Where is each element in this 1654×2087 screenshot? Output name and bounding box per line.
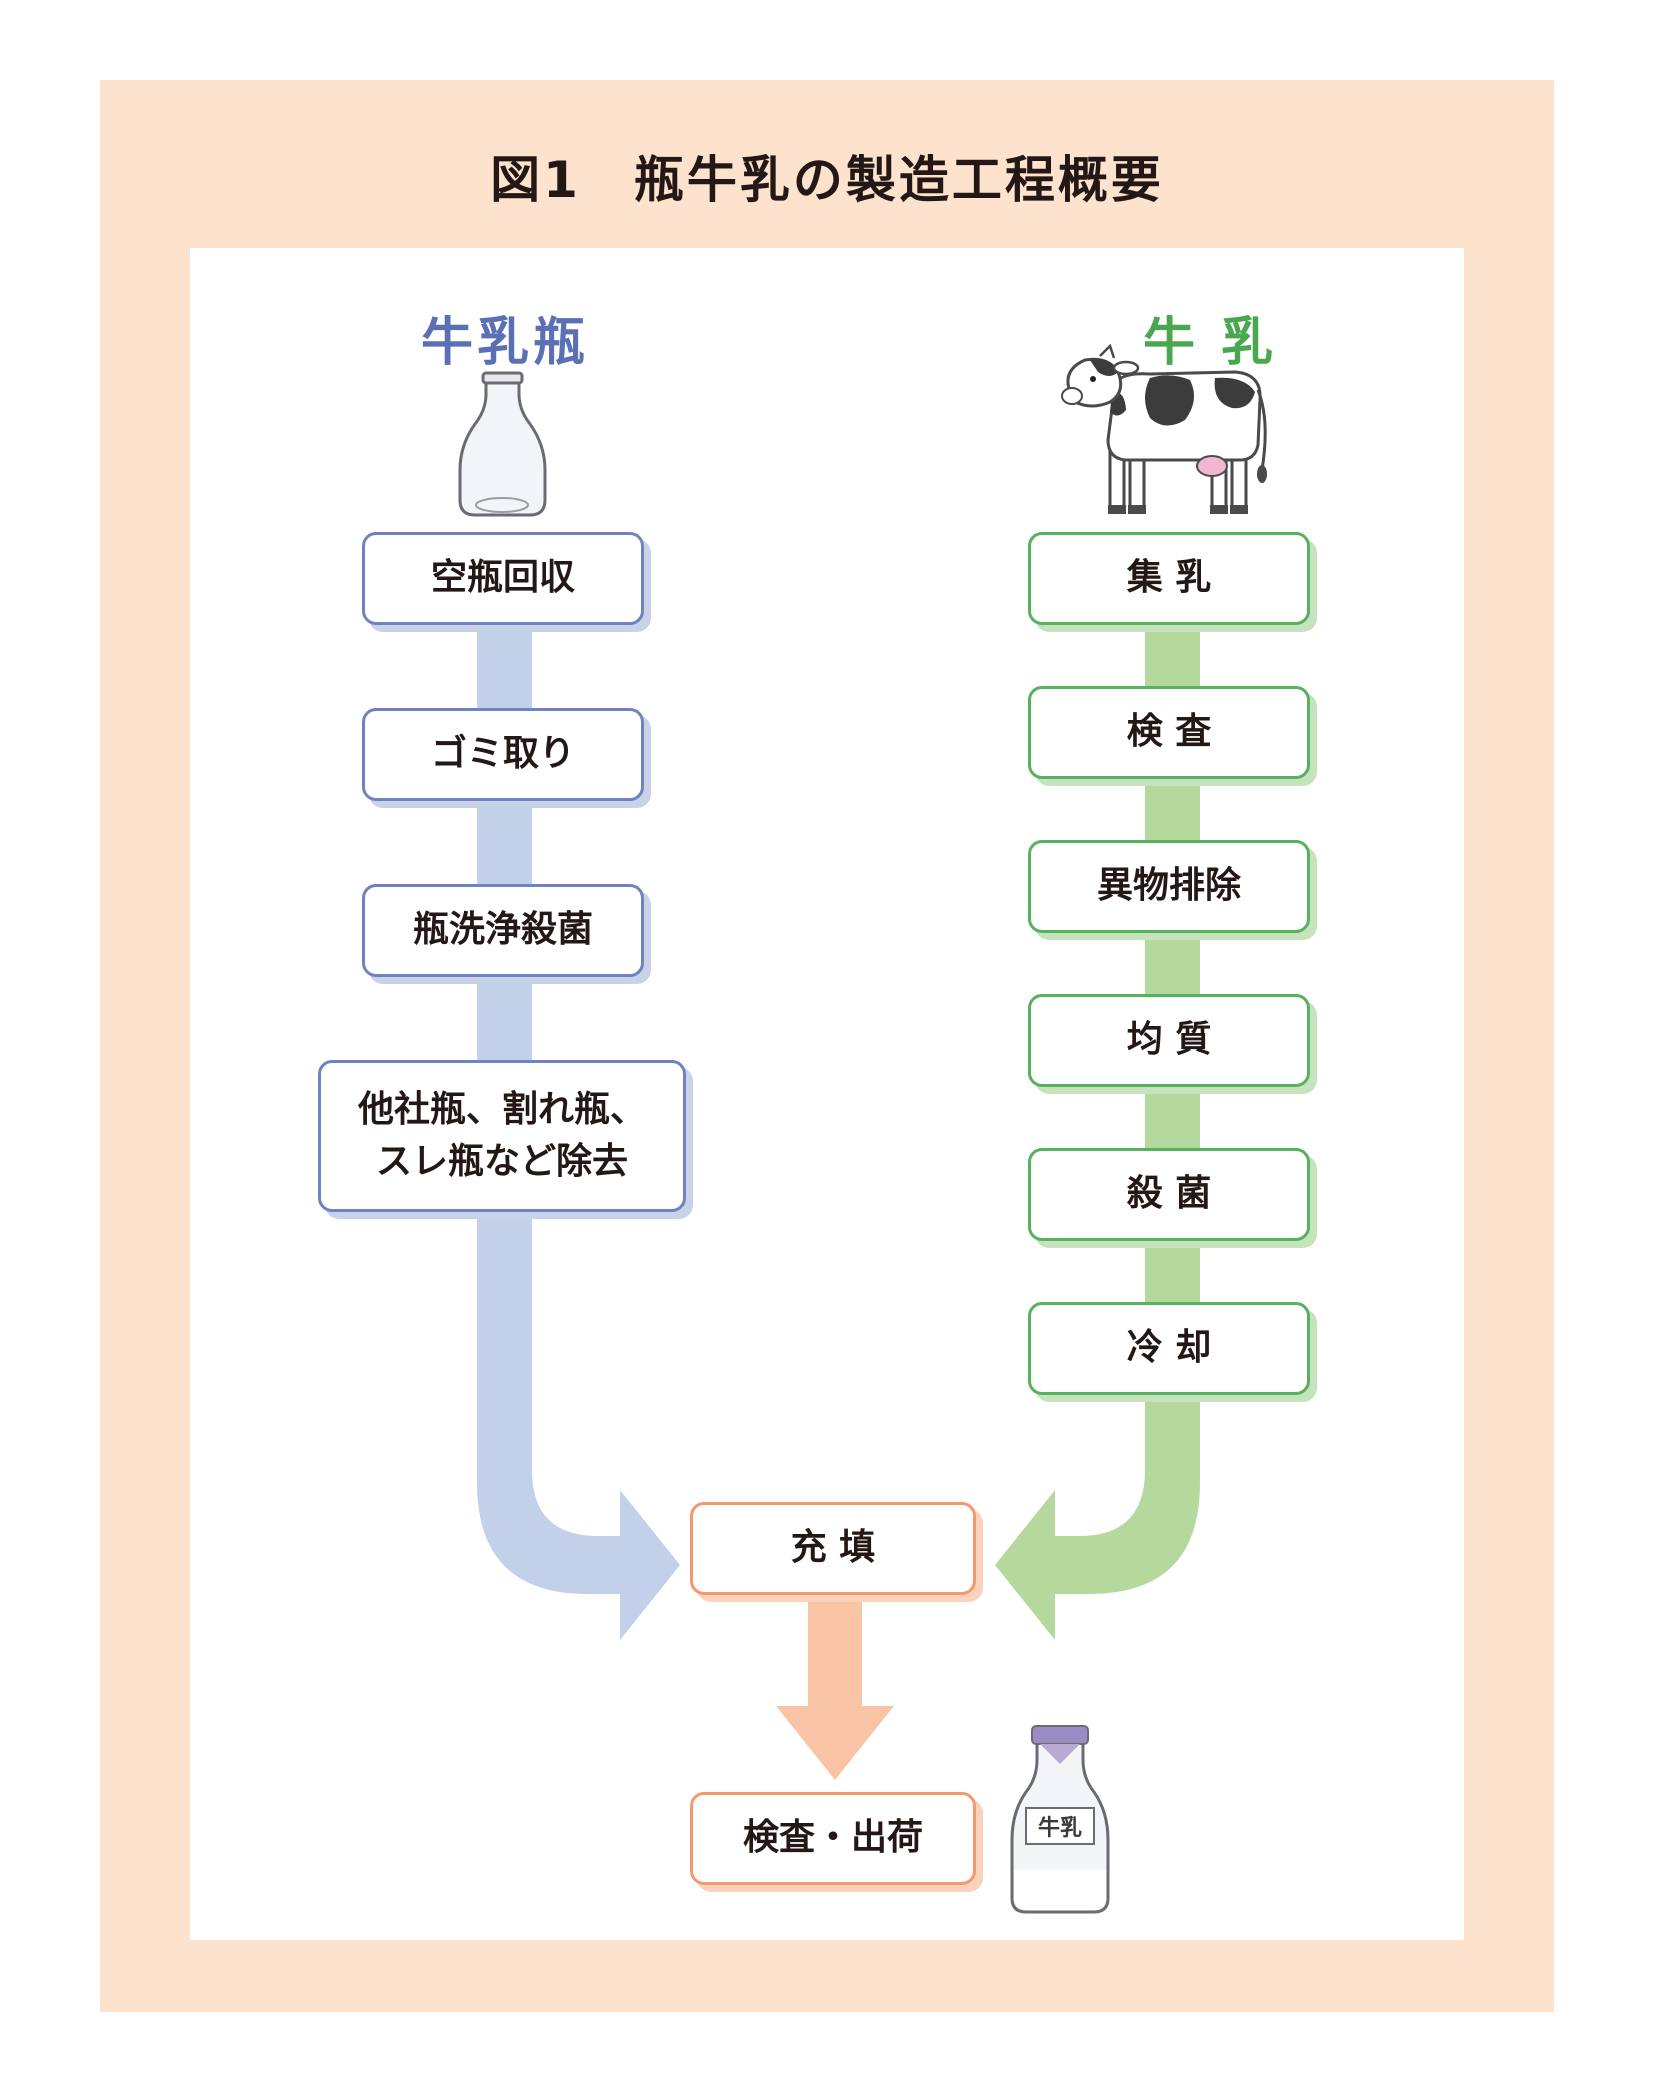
milk-step-label: 殺 菌 bbox=[1126, 1173, 1212, 1215]
milk-bottle-label: 牛乳 bbox=[1038, 1815, 1082, 1841]
milk-step-box: 検 査 bbox=[1028, 686, 1310, 779]
bottle-step-box: 空瓶回収 bbox=[362, 532, 644, 625]
milk-step-label: 冷 却 bbox=[1126, 1327, 1212, 1369]
empty-bottle-icon bbox=[458, 371, 547, 517]
figure-title: 図1 瓶牛乳の製造工程概要 bbox=[490, 151, 1164, 209]
milk-step-box: 冷 却 bbox=[1028, 1302, 1310, 1395]
bottle-step-label: 瓶洗浄殺菌 bbox=[412, 909, 593, 951]
filling-step-box: 充 填 bbox=[690, 1502, 976, 1595]
bottle-flow-arrow bbox=[477, 620, 680, 1640]
milk-step-box: 集 乳 bbox=[1028, 532, 1310, 625]
milk-step-box: 殺 菌 bbox=[1028, 1148, 1310, 1241]
bottle-step-box: ゴミ取り bbox=[362, 708, 644, 801]
bottle-step-label: 他社瓶、割れ瓶、 スレ瓶など除去 bbox=[357, 1088, 646, 1182]
filling-to-shipping-arrow bbox=[776, 1600, 894, 1780]
milk-step-label: 均 質 bbox=[1126, 1019, 1212, 1061]
bottle-step-box: 他社瓶、割れ瓶、 スレ瓶など除去 bbox=[318, 1060, 686, 1212]
cow-icon bbox=[1061, 343, 1267, 514]
milk-step-label: 異物排除 bbox=[1096, 865, 1241, 907]
bottle-step-label: 空瓶回収 bbox=[430, 557, 575, 599]
milk-bottle-icon: 牛乳 bbox=[1010, 1725, 1110, 1914]
milk-column-title: 牛 乳 bbox=[1142, 313, 1278, 373]
bottle-step-label: ゴミ取り bbox=[430, 733, 575, 775]
bottle-step-box: 瓶洗浄殺菌 bbox=[362, 884, 644, 977]
milk-step-box: 異物排除 bbox=[1028, 840, 1310, 933]
bottle-column-title: 牛乳瓶 bbox=[420, 313, 589, 373]
milk-step-label: 検 査 bbox=[1126, 711, 1212, 753]
milk-step-box: 均 質 bbox=[1028, 994, 1310, 1087]
milk-step-label: 集 乳 bbox=[1126, 557, 1212, 599]
shipping-step-box: 検査・出荷 bbox=[690, 1792, 976, 1885]
shipping-step-label: 検査・出荷 bbox=[742, 1817, 923, 1859]
filling-step-label: 充 填 bbox=[790, 1527, 876, 1569]
